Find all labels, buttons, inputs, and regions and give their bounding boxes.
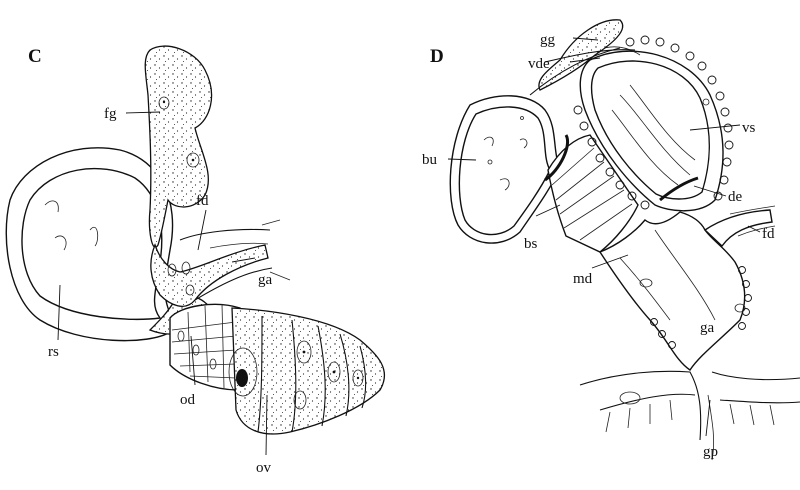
label-ga-d: ga	[700, 320, 715, 336]
label-vs: vs	[742, 120, 756, 136]
label-gp: gp	[703, 444, 718, 460]
label-fg: fg	[104, 106, 117, 122]
label-gg: gg	[540, 32, 556, 48]
fg-gland-shape	[144, 45, 213, 248]
label-vde: vde	[528, 56, 550, 72]
panel-c: C	[5, 45, 386, 476]
label-rs: rs	[48, 344, 59, 360]
label-de: de	[728, 189, 743, 205]
panel-letter-d: D	[430, 46, 444, 67]
vs-scalloped-border	[573, 35, 734, 210]
panel-d: D	[422, 19, 800, 461]
label-od: od	[180, 392, 196, 408]
label-ov: ov	[256, 460, 272, 476]
ga-scalloped-edge	[650, 266, 752, 349]
ovotestis-shape	[231, 307, 386, 435]
label-bu: bu	[422, 152, 438, 168]
label-bs: bs	[524, 236, 538, 252]
label-fd-c: fd	[196, 193, 209, 209]
label-fd-d: fd	[762, 226, 775, 242]
panel-letter-c: C	[28, 46, 42, 67]
label-md: md	[573, 271, 593, 287]
label-ga-c: ga	[258, 272, 273, 288]
